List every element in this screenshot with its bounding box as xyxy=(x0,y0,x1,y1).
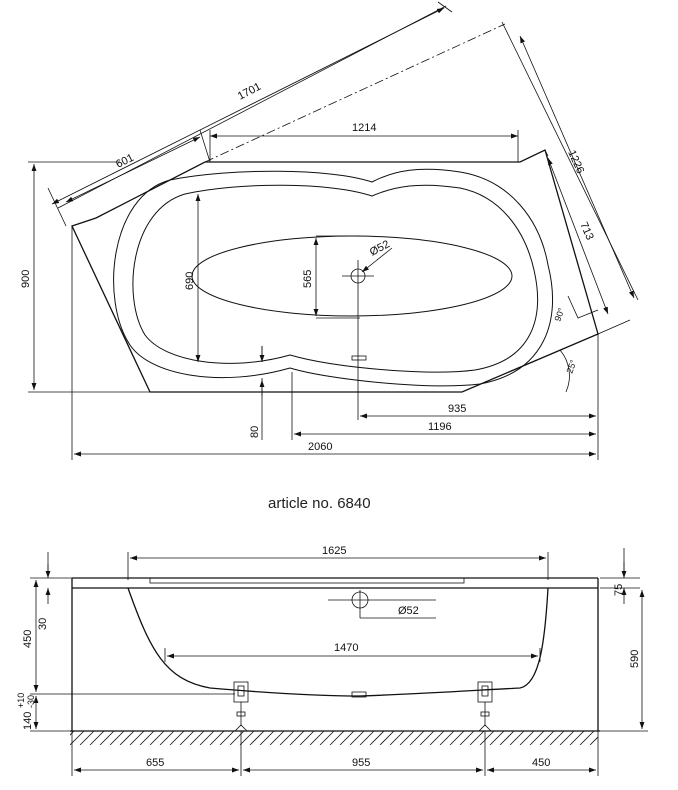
dim-1470: 1470 xyxy=(334,642,358,654)
dim-drain-52: Ø52 xyxy=(368,238,392,258)
dim-1196: 1196 xyxy=(428,421,452,433)
dim-955: 955 xyxy=(352,757,370,769)
dim-75: 75 xyxy=(613,584,625,596)
angle-25: 25° xyxy=(564,358,578,375)
dim-900: 900 xyxy=(20,270,32,288)
foot-right xyxy=(477,681,493,732)
dim-side-52: Ø52 xyxy=(398,605,419,617)
dim-655: 655 xyxy=(146,757,164,769)
side-view: Ø52 1625 1470 75 590 450 30 xyxy=(16,545,648,776)
dim-tol-plus: +10 xyxy=(16,693,26,708)
dim-2060: 2060 xyxy=(308,441,332,453)
dim-590: 590 xyxy=(629,650,641,668)
dim-690: 690 xyxy=(184,272,196,290)
dim-tol-minus: -30 xyxy=(26,695,36,708)
dim-935: 935 xyxy=(448,403,466,415)
dim-601: 601 xyxy=(114,152,136,171)
floor-hatch xyxy=(70,731,598,745)
foot-left xyxy=(233,681,249,732)
dim-1701: 1701 xyxy=(236,81,263,103)
overflow-marker xyxy=(351,355,367,361)
dim-450-height: 450 xyxy=(22,630,34,648)
dim-1625: 1625 xyxy=(322,545,346,557)
angle-90: 90° xyxy=(552,306,566,323)
dim-30: 30 xyxy=(37,618,49,630)
tub-side-body xyxy=(127,587,549,697)
dim-565: 565 xyxy=(302,270,314,288)
top-view: 1701 601 1214 1226 713 90° 25° 900 xyxy=(20,1,639,460)
dim-1214: 1214 xyxy=(352,122,376,134)
dim-713: 713 xyxy=(577,220,595,242)
tub-outer-outline xyxy=(71,149,599,393)
dim-1226: 1226 xyxy=(565,148,586,175)
dim-140: 140 xyxy=(22,712,34,730)
dim-80: 80 xyxy=(249,426,261,438)
article-caption: article no. 6840 xyxy=(268,495,371,512)
dim-450-bottom: 450 xyxy=(532,757,550,769)
tub-rim xyxy=(113,168,554,387)
